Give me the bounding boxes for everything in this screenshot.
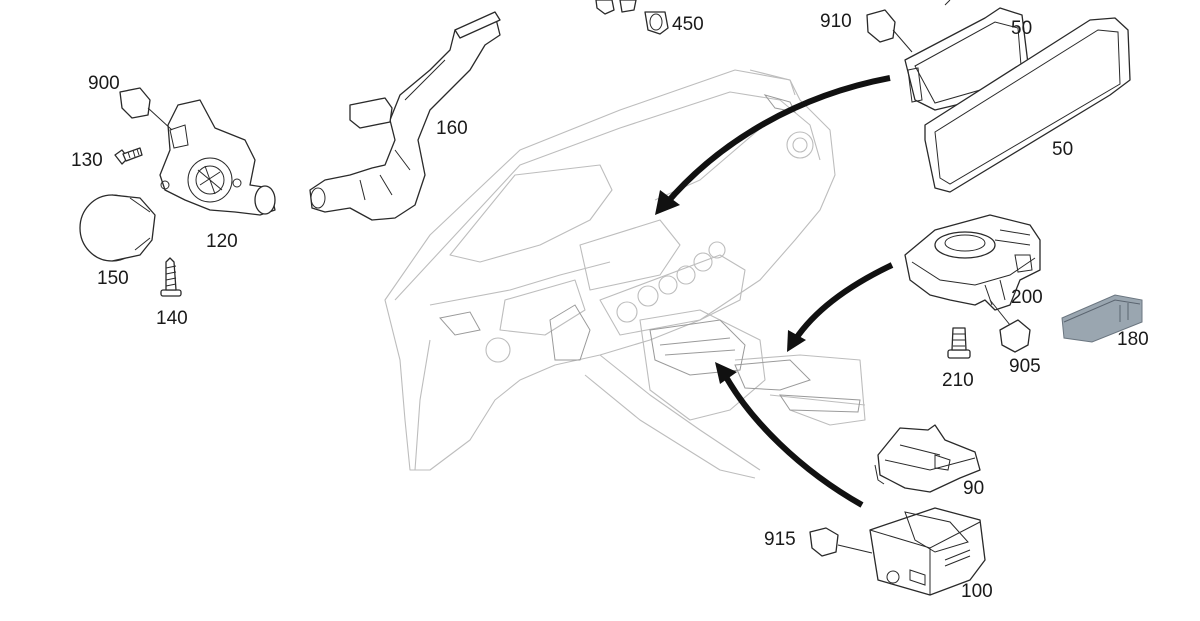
part-910-connector [866,9,913,53]
label-210: 210 [942,370,974,391]
label-915: 915 [764,529,796,550]
label-160: 160 [436,118,468,139]
part-130-screw [114,147,143,165]
part-150-cover [79,194,156,262]
part-90-bracket [874,424,981,493]
part-905-connector [989,299,1031,353]
dashboard-outline [384,69,866,479]
label-450: 450 [672,14,704,35]
part-450-clip [595,0,669,35]
label-910: 910 [820,11,852,32]
part-900-connector [119,87,173,131]
label-150: 150 [97,268,129,289]
label-90: 90 [963,478,985,499]
label-130: 130 [71,150,103,171]
label-905: 905 [1009,356,1041,377]
label-200: 200 [1011,287,1043,308]
label-120: 120 [206,231,238,252]
dashboard-top-edge [749,69,796,96]
arrow-head-unit [715,362,864,508]
part-180-module [1061,294,1143,343]
part-100-head-unit [869,507,986,596]
label-180: 180 [1117,329,1149,350]
label-50-display: 50 [1011,18,1033,39]
label-50-cover: 50 [1052,139,1074,160]
label-140: 140 [156,308,188,329]
arrow-controller [787,262,894,352]
part-120-housing [159,99,276,216]
part-50-display-cover [924,17,1131,193]
part-200-controller [904,214,1041,311]
part-160-air-duct [309,11,501,221]
label-100: 100 [961,581,993,602]
part-210-bolt [947,327,971,359]
label-900: 900 [88,73,120,94]
part-915-connector [809,527,873,557]
arrow-display [655,75,891,215]
part-140-screw [160,257,182,297]
